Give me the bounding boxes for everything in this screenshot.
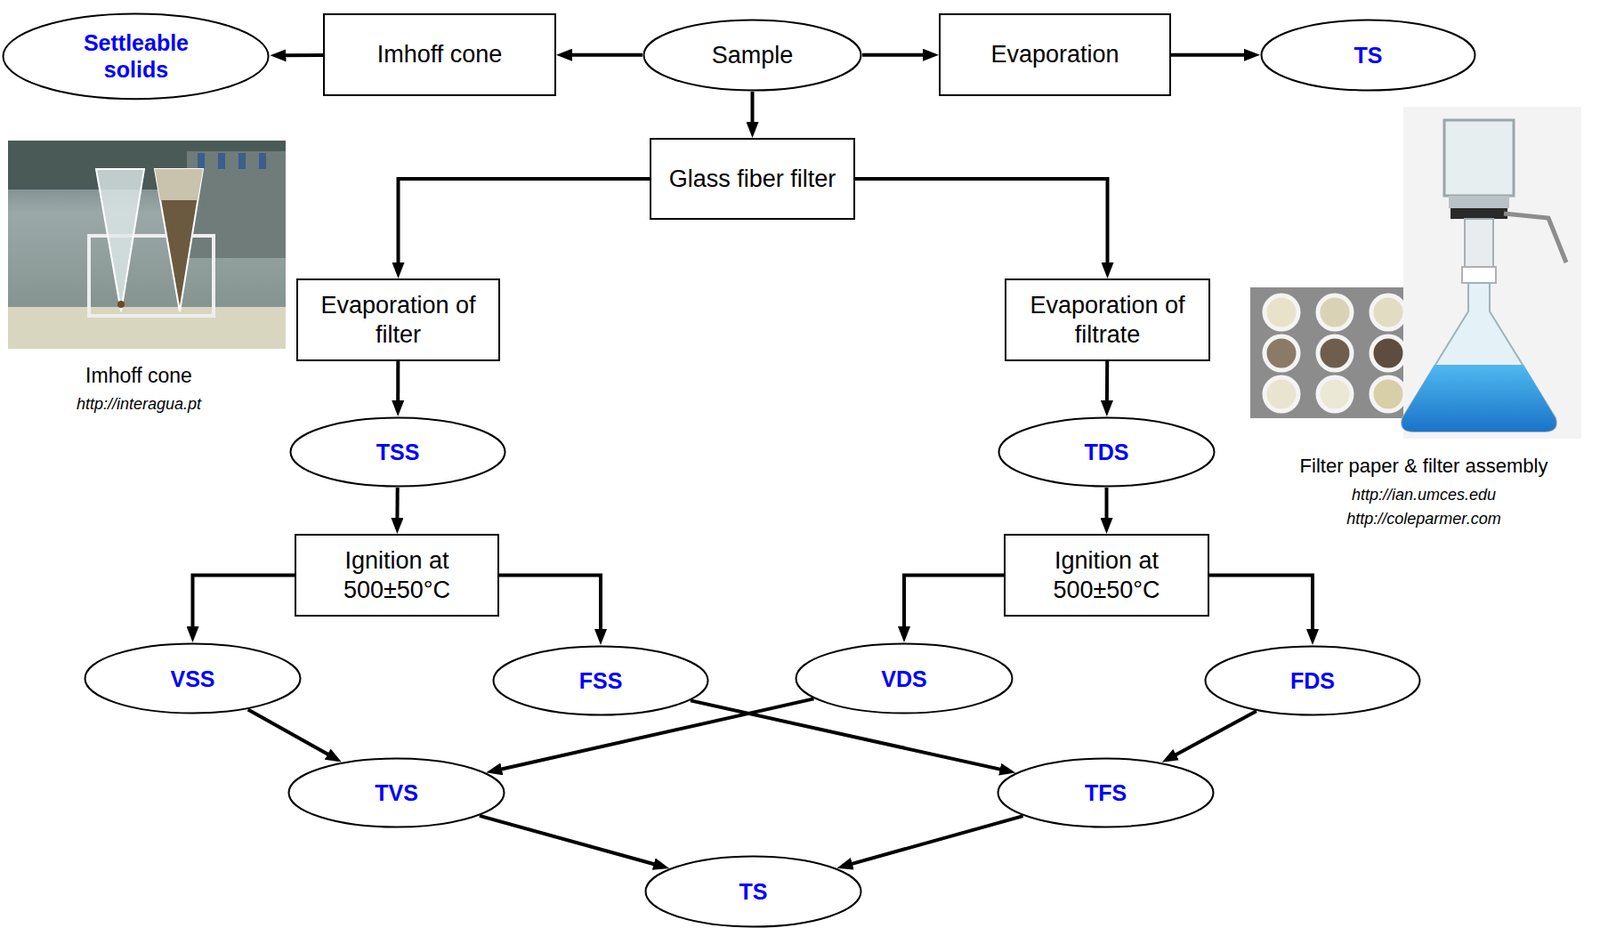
solids-label: FSS <box>579 667 623 695</box>
process-box: Evaporation of filter <box>296 278 501 362</box>
solids-label: TS <box>739 878 768 906</box>
filter-assembly-photo <box>1401 106 1582 439</box>
flow-arrow <box>1105 361 1109 406</box>
result-ellipse: FSS <box>492 645 710 717</box>
solids-label: FDS <box>1290 667 1335 695</box>
flow-arrow <box>395 487 399 524</box>
step-label: Evaporation of filtrate <box>1016 290 1199 349</box>
result-ellipse: VDS <box>794 642 1014 715</box>
flow-arrow <box>751 91 755 128</box>
flow-arrow <box>248 709 333 757</box>
flow-arrow <box>479 816 660 866</box>
imhoff-cone-photo <box>8 140 286 349</box>
step-label: Imhoff cone <box>377 40 503 69</box>
process-box: Imhoff cone <box>323 13 557 97</box>
step-label: Ignition at 500±50°C <box>307 546 486 605</box>
solids-label: TFS <box>1084 779 1127 807</box>
process-box: Ignition at 500±50°C <box>294 533 500 617</box>
flow-arrow <box>1209 575 1313 636</box>
filter-paper-photo <box>1250 287 1421 419</box>
photo-caption: Imhoff cone <box>85 363 193 388</box>
flow-arrow <box>499 575 601 636</box>
flow-arrow <box>1105 487 1109 524</box>
flow-arrow <box>862 53 929 57</box>
step-label: Evaporation of filter <box>307 290 490 349</box>
flow-arrow <box>1171 53 1250 57</box>
solids-label: TS <box>1354 41 1383 69</box>
solids-label: Settleable solids <box>51 29 221 83</box>
flow-arrow <box>690 700 1006 771</box>
result-ellipse: VSS <box>83 642 302 715</box>
process-box: Ignition at 500±50°C <box>1003 533 1210 617</box>
source-url: http://coleparmer.com <box>1346 509 1501 529</box>
flow-arrow <box>566 53 643 57</box>
solids-label: TVS <box>374 779 419 807</box>
solids-label: TSS <box>376 438 421 466</box>
flow-arrow <box>847 816 1024 865</box>
step-label: Glass fiber filter <box>669 164 837 194</box>
step-label: Evaporation <box>990 40 1119 69</box>
result-ellipse: Settleable solids <box>1 12 270 101</box>
flow-arrow <box>1171 711 1257 758</box>
step-label: Ignition at 500±50°C <box>1018 546 1196 605</box>
photo-caption: Filter paper & filter assembly <box>1300 454 1549 478</box>
process-box: Evaporation <box>938 13 1172 97</box>
step-label: Sample <box>711 40 794 70</box>
flow-arrow <box>904 575 1004 633</box>
source-url: http://interagua.pt <box>76 395 202 414</box>
solids-label: TDS <box>1084 438 1130 466</box>
result-ellipse: TS <box>1260 18 1477 92</box>
result-ellipse: TS <box>644 855 863 929</box>
result-ellipse: Sample <box>642 18 863 92</box>
result-ellipse: FDS <box>1204 645 1422 717</box>
result-ellipse: TDS <box>997 416 1216 488</box>
result-ellipse: TSS <box>289 416 507 488</box>
flow-arrow <box>395 361 400 406</box>
source-url: http://ian.umces.edu <box>1351 485 1496 505</box>
process-box: Glass fiber filter <box>649 137 856 220</box>
solids-label: VDS <box>880 665 927 693</box>
result-ellipse: TFS <box>996 757 1215 829</box>
result-ellipse: TVS <box>287 757 506 829</box>
flow-arrow <box>398 178 651 268</box>
ellipse-outline <box>1 12 270 101</box>
flow-arrow <box>281 53 324 57</box>
process-box: Evaporation of filtrate <box>1004 278 1211 362</box>
flow-arrow <box>855 178 1108 268</box>
solids-label: VSS <box>169 665 215 693</box>
flow-arrow <box>193 575 296 633</box>
